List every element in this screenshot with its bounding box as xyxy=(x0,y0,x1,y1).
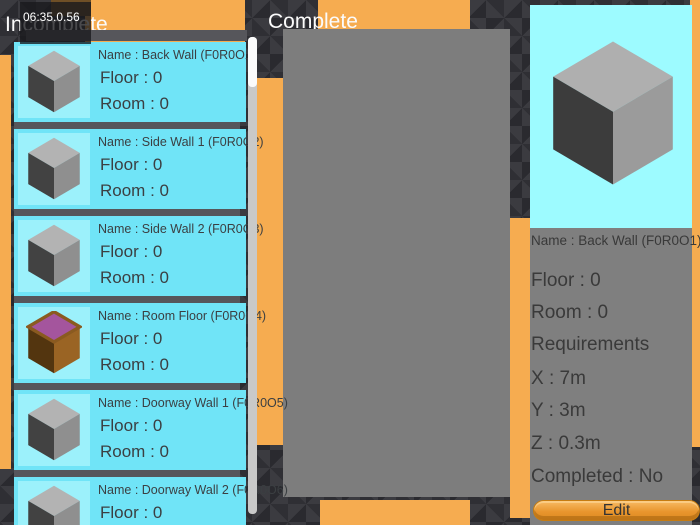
scrollbar-thumb[interactable] xyxy=(248,37,257,87)
detail-completed: Completed : No xyxy=(531,466,664,487)
list-item-doorway-wall-1[interactable]: Name : Doorway Wall 1 (F0R0O5) Floor : 0… xyxy=(14,390,288,470)
selected-item-preview xyxy=(530,5,692,228)
item-name: Name : Side Wall 2 (F0R0O3) xyxy=(98,222,264,236)
item-thumbnail xyxy=(18,481,90,525)
item-floor: Floor : 0 xyxy=(100,329,163,348)
list-scrollbar[interactable] xyxy=(248,37,257,514)
bg-orange-tile xyxy=(257,78,283,445)
list-separator xyxy=(14,209,240,216)
item-floor: Floor : 0 xyxy=(100,68,163,87)
detail-z: Z : 0.3m xyxy=(531,433,601,454)
detail-floor: Floor : 0 xyxy=(531,270,601,291)
timer-value: 06:35.0.56 xyxy=(23,10,80,24)
list-item-back-wall[interactable]: Name : Back Wall (F0R0O1) Floor : 0 Room… xyxy=(14,42,256,122)
item-name: Name : Doorway Wall 2 (F0R0O6) xyxy=(98,483,288,497)
list-separator xyxy=(14,470,240,477)
edit-button[interactable]: Edit xyxy=(533,500,700,521)
cube-gray-icon xyxy=(28,50,80,113)
cube-gray-icon xyxy=(28,224,80,287)
list-separator xyxy=(14,122,240,129)
list-item-side-wall-2[interactable]: Name : Side Wall 2 (F0R0O3) Floor : 0 Ro… xyxy=(14,216,264,296)
item-room: Room : 0 xyxy=(100,355,169,374)
list-item-room-floor[interactable]: Name : Room Floor (F0R0O4) Floor : 0 Roo… xyxy=(14,303,266,383)
bg-orange-tile xyxy=(0,55,11,469)
item-floor: Floor : 0 xyxy=(100,155,163,174)
item-floor: Floor : 0 xyxy=(100,503,163,522)
cube-floor-icon xyxy=(26,311,82,374)
detail-room: Room : 0 xyxy=(531,302,609,323)
item-floor: Floor : 0 xyxy=(100,416,163,435)
detail-name: Name : Back Wall (F0R0O1) xyxy=(531,233,700,248)
item-name: Name : Side Wall 1 (F0R0O2) xyxy=(98,135,264,149)
list-separator xyxy=(14,296,240,303)
list-separator xyxy=(26,30,247,41)
item-floor: Floor : 0 xyxy=(100,242,163,261)
cube-gray-icon xyxy=(28,398,80,461)
item-thumbnail xyxy=(18,133,90,205)
item-thumbnail xyxy=(18,220,90,292)
bg-orange-tile xyxy=(690,0,700,447)
item-room: Room : 0 xyxy=(100,94,169,113)
item-room: Room : 0 xyxy=(100,268,169,287)
item-name: Name : Back Wall (F0R0O1) xyxy=(98,48,256,62)
complete-list-panel xyxy=(283,29,510,497)
detail-requirements: Requirements xyxy=(531,334,650,355)
item-thumbnail xyxy=(18,394,90,466)
detail-x: X : 7m xyxy=(531,368,586,389)
bg-orange-tile xyxy=(510,218,530,518)
item-thumbnail xyxy=(18,46,90,118)
detail-panel xyxy=(530,218,692,525)
item-name: Name : Room Floor (F0R0O4) xyxy=(98,309,267,323)
detail-y: Y : 3m xyxy=(531,400,586,421)
bg-orange-tile xyxy=(320,500,470,525)
timer-overlay xyxy=(20,2,91,44)
cube-gray-icon xyxy=(28,485,80,525)
item-room: Room : 0 xyxy=(100,442,169,461)
list-separator xyxy=(14,383,240,390)
list-item-side-wall-1[interactable]: Name : Side Wall 1 (F0R0O2) Floor : 0 Ro… xyxy=(14,129,264,209)
list-item-doorway-wall-2[interactable]: Name : Doorway Wall 2 (F0R0O6) Floor : 0… xyxy=(14,477,288,525)
cube-gray-icon xyxy=(28,137,80,200)
item-thumbnail xyxy=(18,307,90,379)
complete-panel-title: Complete xyxy=(268,10,358,33)
cube-gray-icon xyxy=(553,41,673,185)
item-room: Room : 0 xyxy=(100,181,169,200)
item-name: Name : Doorway Wall 1 (F0R0O5) xyxy=(98,396,288,410)
